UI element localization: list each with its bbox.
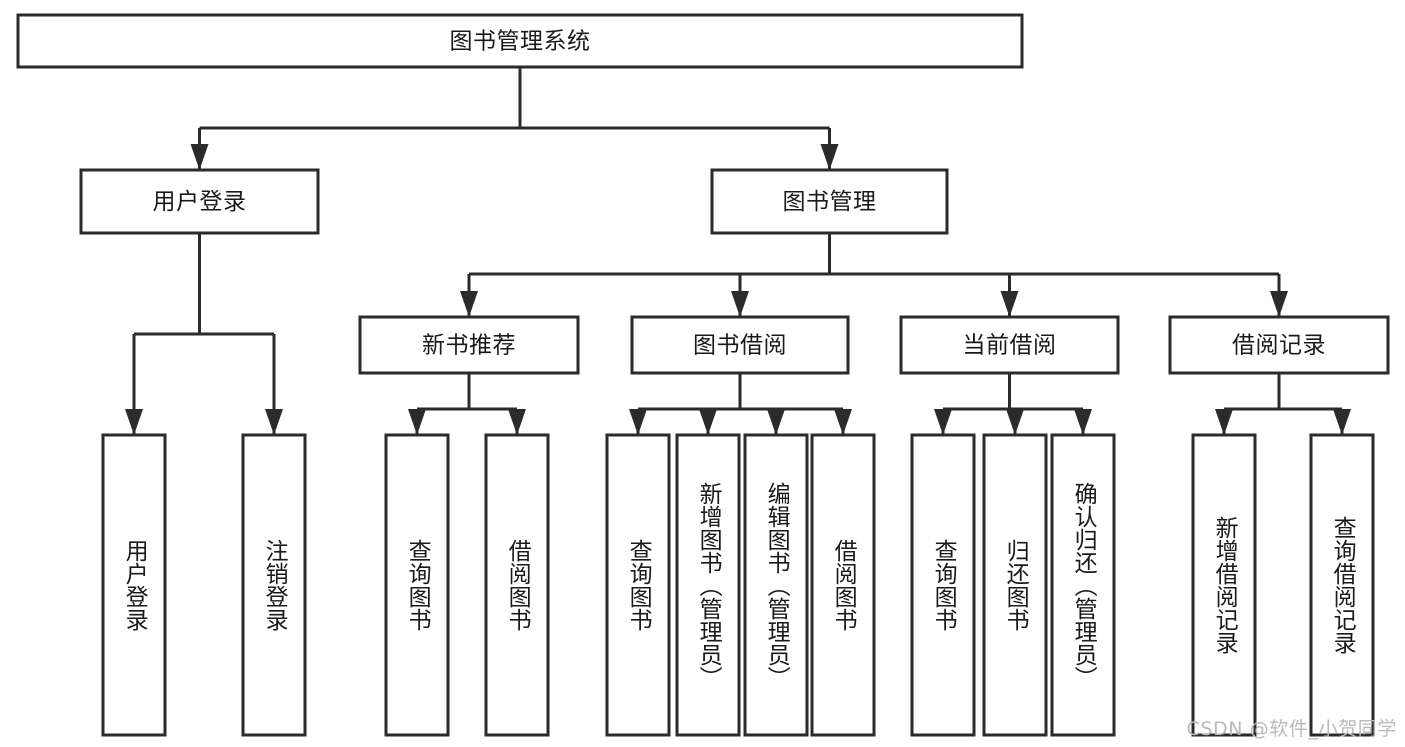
arrow-head-book_manage-0 [460,291,478,317]
arrow-head-borrow_record-0 [1215,409,1233,435]
arrow-head-book_manage-2 [1000,291,1019,317]
arrow-head-borrow_record-1 [1333,409,1351,435]
node-box-leaf-logout[interactable] [241,433,307,737]
node-box-leaf-borrow-book-1[interactable] [484,433,550,737]
arrow-head-book_manage-1 [731,291,749,317]
node-box-book-manage[interactable] [710,168,949,235]
node-box-current-borrow[interactable] [899,315,1120,375]
edge-layer [125,67,1351,435]
node-box-borrow-record[interactable] [1168,315,1390,375]
node-label-user-login: 用户登录 [153,189,247,215]
node-box-leaf-add-record[interactable] [1191,433,1257,737]
arrow-head-book_manage-3 [1270,291,1288,317]
arrow-head-current_borrow-1 [1006,409,1024,435]
arrow-head-root-0 [190,144,209,170]
arrow-head-user_login-1 [265,409,283,435]
node-label-current-borrow: 当前借阅 [963,333,1057,359]
node-box-leaf-user-login[interactable] [101,433,167,737]
node-label-root: 图书管理系统 [450,29,591,55]
node-box-leaf-return-book[interactable] [982,433,1048,737]
arrow-head-current_borrow-0 [934,409,952,435]
node-box-leaf-query-book-2[interactable] [605,433,671,737]
watermark-text: CSDN @软件_小贺同学 [1186,718,1397,740]
arrow-head-user_login-0 [125,409,143,435]
node-label-book-manage: 图书管理 [783,189,877,215]
node-box-user-login[interactable] [79,168,320,235]
node-box-leaf-query-book-1[interactable] [384,433,450,737]
node-box-new-book-rec[interactable] [358,315,580,375]
arrow-head-book_borrow-1 [699,409,717,435]
node-box-leaf-add-book[interactable] [675,433,741,737]
node-box-leaf-borrow-book-2[interactable] [810,433,876,737]
arrow-head-book_borrow-2 [767,409,785,435]
arrow-head-book_borrow-3 [834,409,852,435]
arrow-head-root-1 [820,144,839,170]
node-label-book-borrow: 图书借阅 [693,333,787,359]
node-box-leaf-confirm-return[interactable] [1050,433,1116,737]
node-box-leaf-query-record[interactable] [1309,433,1375,737]
arrow-head-current_borrow-2 [1074,409,1092,435]
node-label-new-book-rec: 新书推荐 [422,333,516,359]
node-box-book-borrow[interactable] [630,315,850,375]
node-box-leaf-edit-book[interactable] [743,433,809,737]
arrow-head-new_book_rec-0 [408,409,426,435]
node-label-borrow-record: 借阅记录 [1232,333,1326,359]
node-box-root[interactable] [16,13,1024,69]
node-box-leaf-query-book-3[interactable] [910,433,976,737]
arrow-head-book_borrow-0 [629,409,647,435]
arrow-head-new_book_rec-1 [508,409,526,435]
